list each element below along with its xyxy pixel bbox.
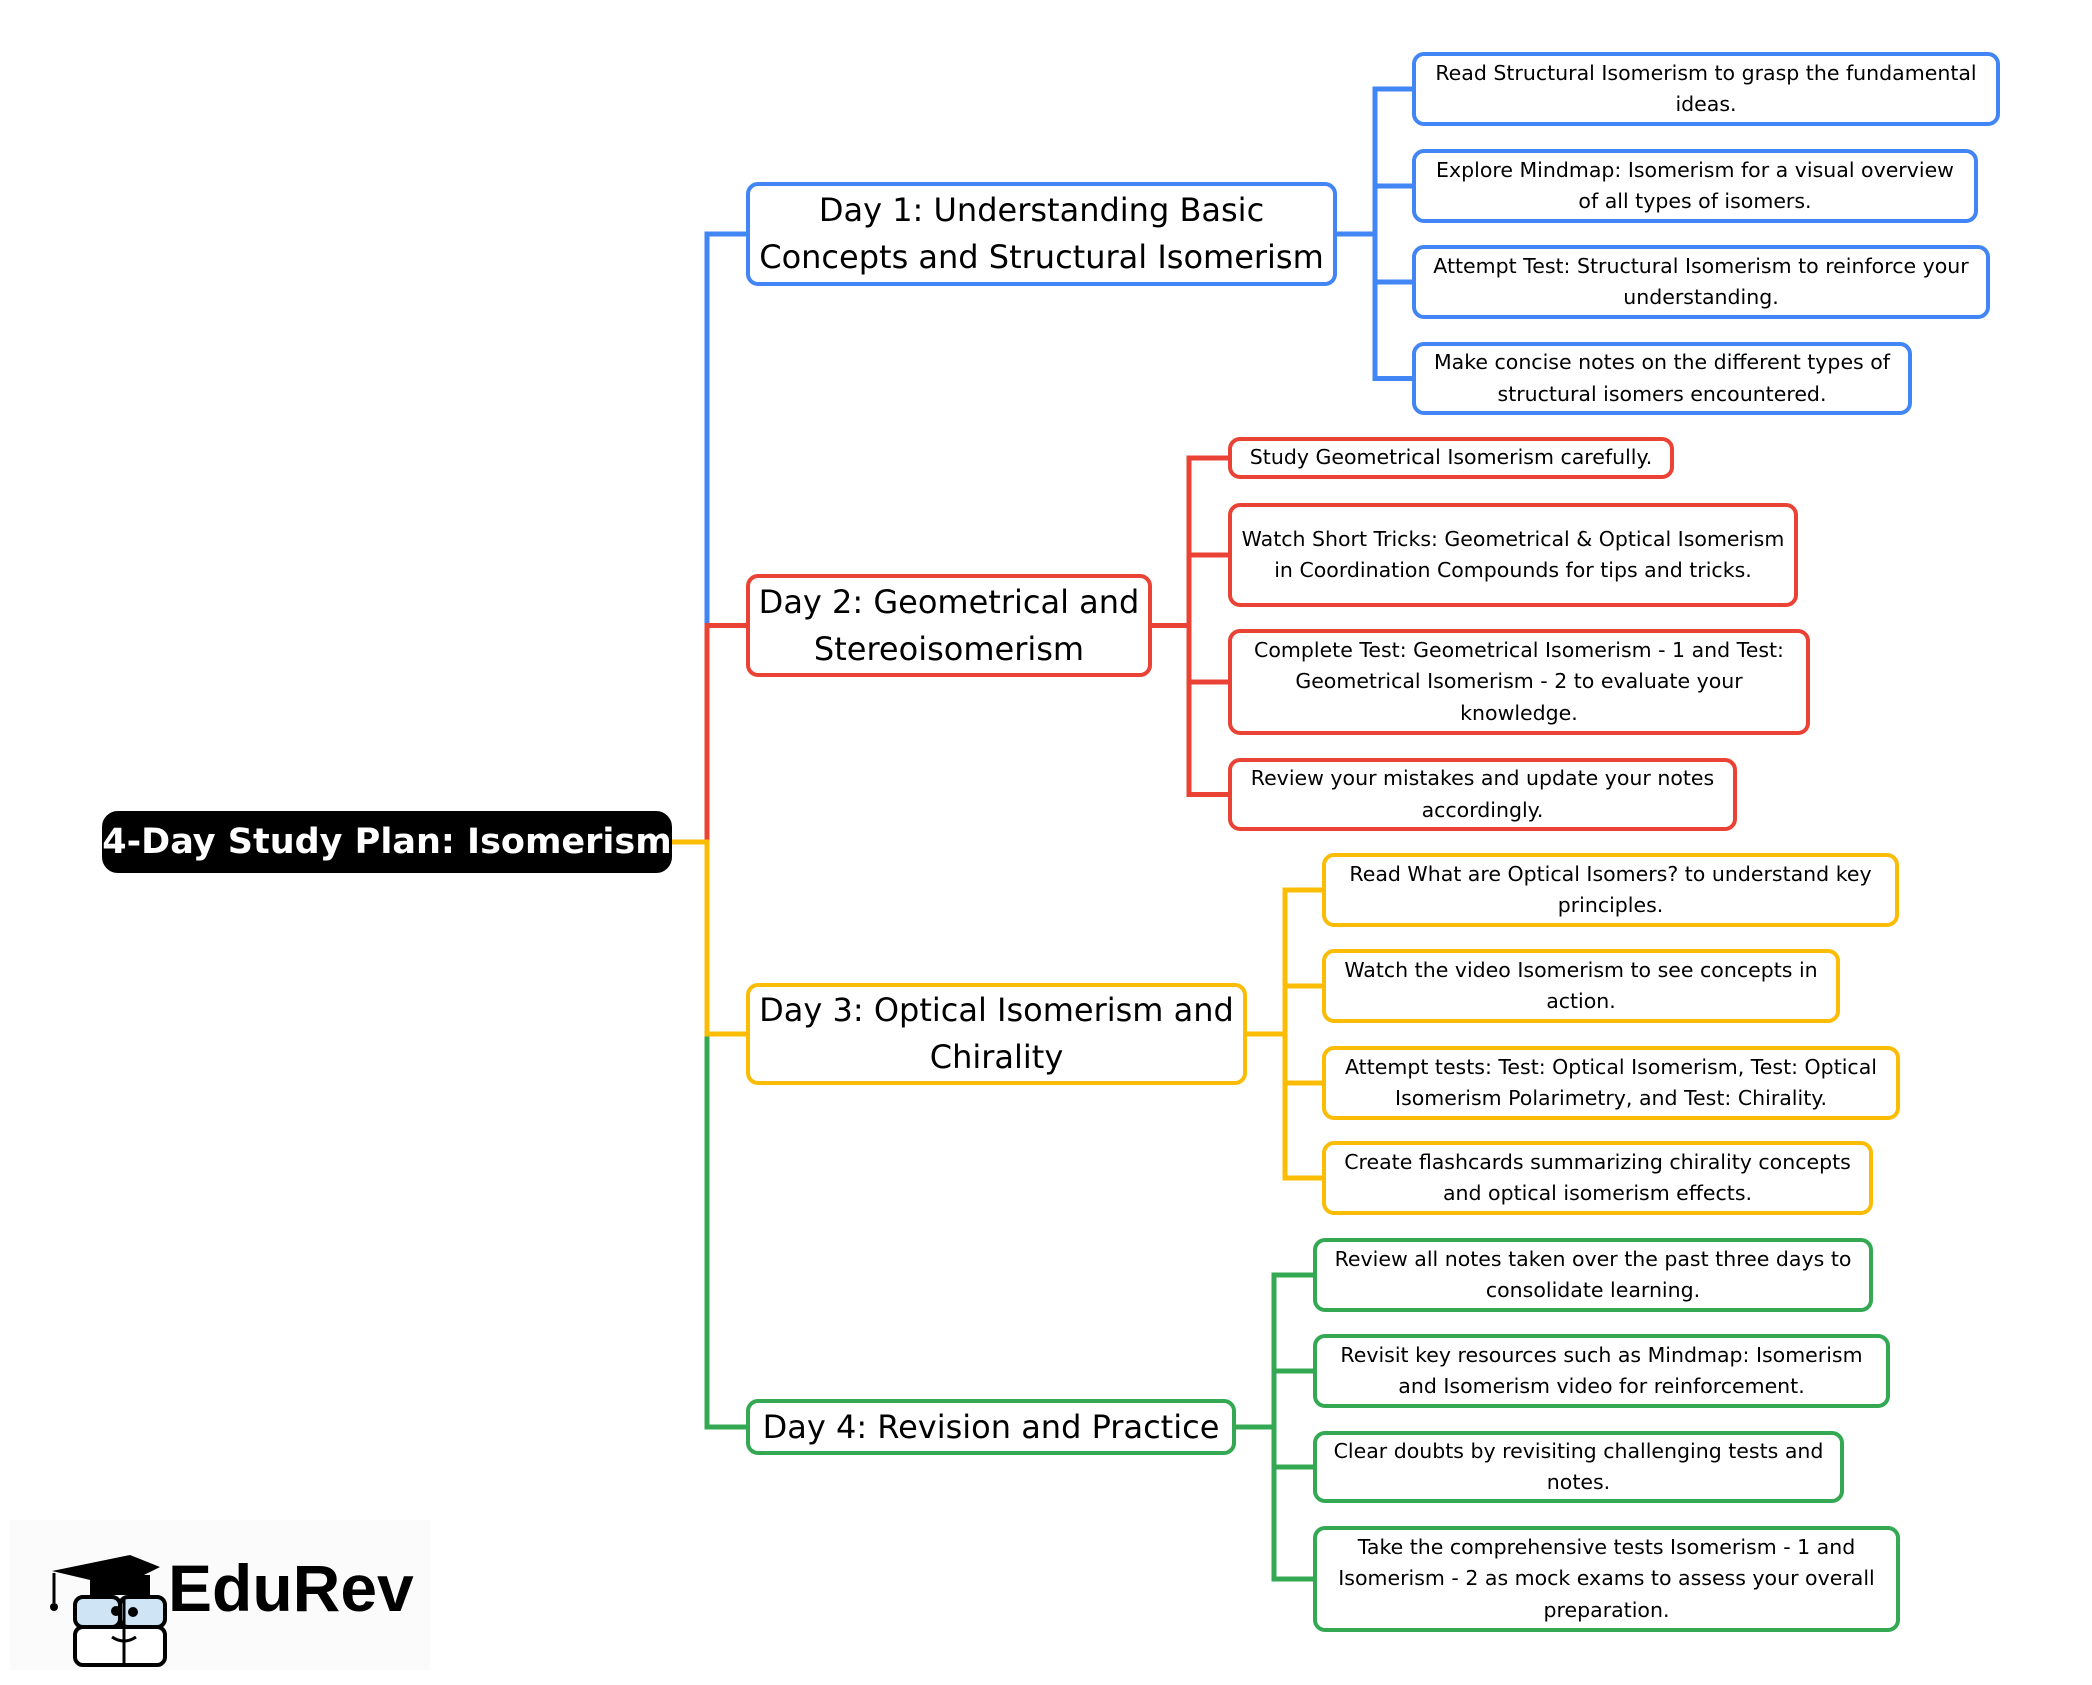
day-4-task-3: Clear doubts by revisiting challenging t…: [1313, 1431, 1844, 1503]
day-1-task-4: Make concise notes on the different type…: [1412, 342, 1912, 415]
day-3-task-1: Read What are Optical Isomers? to unders…: [1322, 853, 1899, 927]
graduate-mascot-icon: [50, 1555, 167, 1667]
day-1-node: Day 1: Understanding Basic Concepts and …: [746, 182, 1337, 286]
day-1-task-3: Attempt Test: Structural Isomerism to re…: [1412, 245, 1990, 319]
day-4-task-4: Take the comprehensive tests Isomerism -…: [1313, 1526, 1900, 1632]
edurev-logo: EduRev: [10, 1520, 430, 1670]
logo-text: EduRev: [168, 1551, 414, 1625]
day-2-task-3: Complete Test: Geometrical Isomerism - 1…: [1228, 629, 1810, 735]
day-1-task-2: Explore Mindmap: Isomerism for a visual …: [1412, 149, 1978, 223]
day-2-task-4: Review your mistakes and update your not…: [1228, 758, 1737, 831]
day-3-task-2: Watch the video Isomerism to see concept…: [1322, 949, 1840, 1023]
day-4-task-2: Revisit key resources such as Mindmap: I…: [1313, 1334, 1890, 1408]
root-node: 4-Day Study Plan: Isomerism: [102, 811, 672, 873]
day-2-task-1: Study Geometrical Isomerism carefully.: [1228, 437, 1674, 479]
day-1-task-1: Read Structural Isomerism to grasp the f…: [1412, 52, 2000, 126]
day-4-task-1: Review all notes taken over the past thr…: [1313, 1238, 1873, 1312]
day-4-node: Day 4: Revision and Practice: [746, 1399, 1236, 1455]
day-3-node: Day 3: Optical Isomerism and Chirality: [746, 983, 1247, 1085]
day-3-task-4: Create flashcards summarizing chirality …: [1322, 1141, 1873, 1215]
day-2-task-2: Watch Short Tricks: Geometrical & Optica…: [1228, 503, 1798, 607]
day-2-node: Day 2: Geometrical and Stereoisomerism: [746, 574, 1152, 677]
day-3-task-3: Attempt tests: Test: Optical Isomerism, …: [1322, 1046, 1900, 1120]
